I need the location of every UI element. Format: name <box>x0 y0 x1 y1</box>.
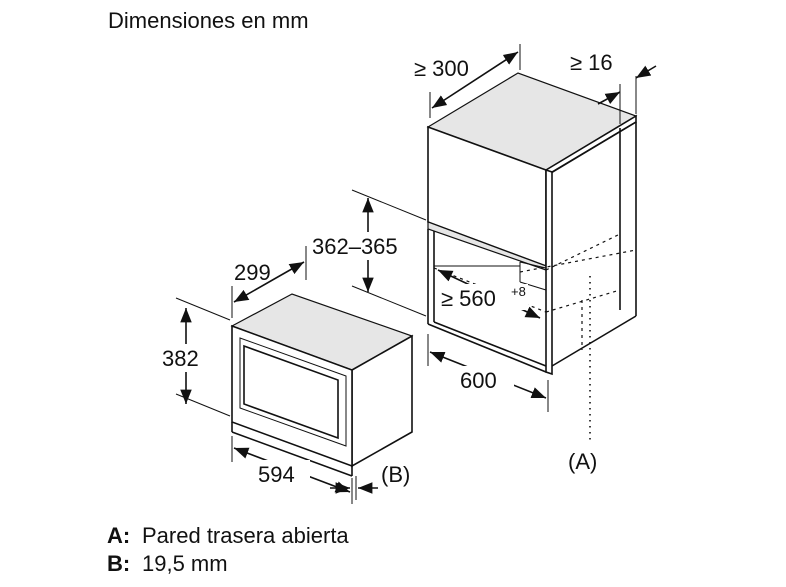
label-cabinet-width: 600 <box>460 368 497 393</box>
marker-rear-wall: (A) <box>568 276 597 474</box>
label-niche-height: 362–365 <box>312 234 398 259</box>
label-appliance-height: 382 <box>162 346 199 371</box>
dimension-cabinet-width: 600 <box>427 334 549 412</box>
label-niche-width-tolerance: +8 <box>511 284 526 299</box>
oven-door-window <box>243 344 339 440</box>
legend-text-b: 19,5 mm <box>142 551 228 576</box>
label-appliance-depth: 299 <box>234 260 271 285</box>
diagram-title: Dimensiones en mm <box>108 8 309 33</box>
dimension-cabinet-depth: ≥ 300 <box>414 44 521 118</box>
label-appliance-width: 594 <box>258 462 295 487</box>
dimension-appliance-height: 382 <box>160 297 231 417</box>
wall-cabinet <box>426 72 638 376</box>
dimension-appliance-width: 594 <box>231 436 353 504</box>
label-rear-wall: (A) <box>568 449 597 474</box>
dimension-side-gap: ≥ 16 <box>570 50 657 124</box>
legend-key-b: B: <box>107 551 130 576</box>
label-niche-width: ≥ 560 <box>441 286 496 311</box>
dimension-appliance-depth: 299 <box>231 246 307 318</box>
label-front-offset: (B) <box>381 462 410 487</box>
dimension-niche-height: 362–365 <box>310 189 427 317</box>
label-side-gap: ≥ 16 <box>570 50 613 75</box>
dimension-niche-width: ≥ 560 +8 <box>437 269 541 319</box>
marker-front-offset: (B) <box>330 462 410 504</box>
legend-text-a: Pared trasera abierta <box>142 523 349 548</box>
legend-key-a: A: <box>107 523 130 548</box>
legend: A: Pared trasera abierta B: 19,5 mm <box>107 523 349 576</box>
built-in-oven <box>230 293 414 477</box>
label-cabinet-depth: ≥ 300 <box>414 56 469 81</box>
cabinet-right-panel <box>545 168 553 376</box>
